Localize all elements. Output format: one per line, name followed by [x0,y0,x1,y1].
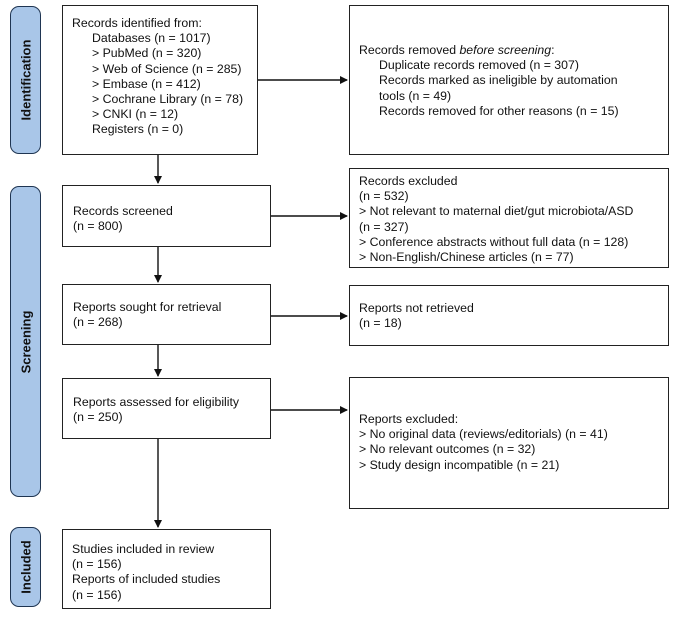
reports-excluded-reason2: > No relevant outcomes (n = 32) [359,442,536,457]
reports-excluded-box: Reports excluded: > No original data (re… [349,377,669,509]
reports-assessed-box: Reports assessed for eligibility (n = 25… [62,378,271,439]
assessed-count: (n = 250) [73,410,123,425]
identified-registers: Registers (n = 0) [92,122,184,137]
excluded-count: (n = 532) [359,189,409,204]
identified-title: Records identified from: [72,16,202,30]
studies-included-box: Studies included in review (n = 156) Rep… [62,529,271,609]
removed-automation-line2: tools (n = 49) [379,88,452,103]
identified-cochrane: > Cochrane Library (n = 78) [92,92,244,107]
not-retrieved-count: (n = 18) [359,316,402,331]
sought-title: Reports sought for retrieval [73,300,222,314]
removed-title-prefix: Records removed [359,43,460,57]
assessed-title: Reports assessed for eligibility [73,395,240,409]
excluded-reason2: > Conference abstracts without full data… [359,234,629,249]
identified-wos: > Web of Science (n = 285) [92,61,242,76]
reports-excluded-title: Reports excluded: [359,412,459,426]
reports-excluded-reason1: > No original data (reviews/editorials) … [359,427,608,442]
removed-title-italic: before screening [459,43,552,57]
identified-embase: > Embase (n = 412) [92,76,201,91]
sought-count: (n = 268) [73,315,123,330]
records-screened-box: Records screened (n = 800) [62,185,271,247]
removed-other: Records removed for other reasons (n = 1… [379,103,619,118]
included-phase-label: Included [10,527,41,607]
not-retrieved-title: Reports not retrieved [359,301,474,315]
reports-sought-box: Reports sought for retrieval (n = 268) [62,284,271,345]
included-reports: Reports of included studies [72,572,221,587]
excluded-reason1-a: > Not relevant to maternal diet/gut micr… [359,204,634,219]
records-removed-box: Records removed before screening: Duplic… [349,5,669,155]
identified-pubmed: > PubMed (n = 320) [92,46,202,61]
reports-not-retrieved-box: Reports not retrieved (n = 18) [349,285,669,346]
included-studies: Studies included in review [72,542,215,556]
screened-count: (n = 800) [73,219,123,234]
reports-excluded-reason3: > Study design incompatible (n = 21) [359,457,560,472]
removed-automation-line1: Records marked as ineligible by automati… [379,73,618,88]
screening-phase-label: Screening [10,186,41,497]
removed-title: Records removed before screening: [359,43,668,58]
removed-title-suffix: : [551,43,555,57]
included-studies-count: (n = 156) [72,557,122,572]
records-excluded-box: Records excluded (n = 532) > Not relevan… [349,168,669,268]
excluded-title: Records excluded [359,174,458,188]
excluded-reason3: > Non-English/Chinese articles (n = 77) [359,250,574,265]
identification-phase-label: Identification [10,6,41,154]
removed-duplicates: Duplicate records removed (n = 307) [379,58,579,73]
excluded-reason1-b: (n = 327) [359,219,409,234]
identified-databases: Databases (n = 1017) [92,31,211,46]
included-reports-count: (n = 156) [72,587,122,602]
screened-title: Records screened [73,204,173,218]
records-identified-box: Records identified from: Databases (n = … [62,5,258,155]
identified-cnki: > CNKI (n = 12) [92,107,179,122]
